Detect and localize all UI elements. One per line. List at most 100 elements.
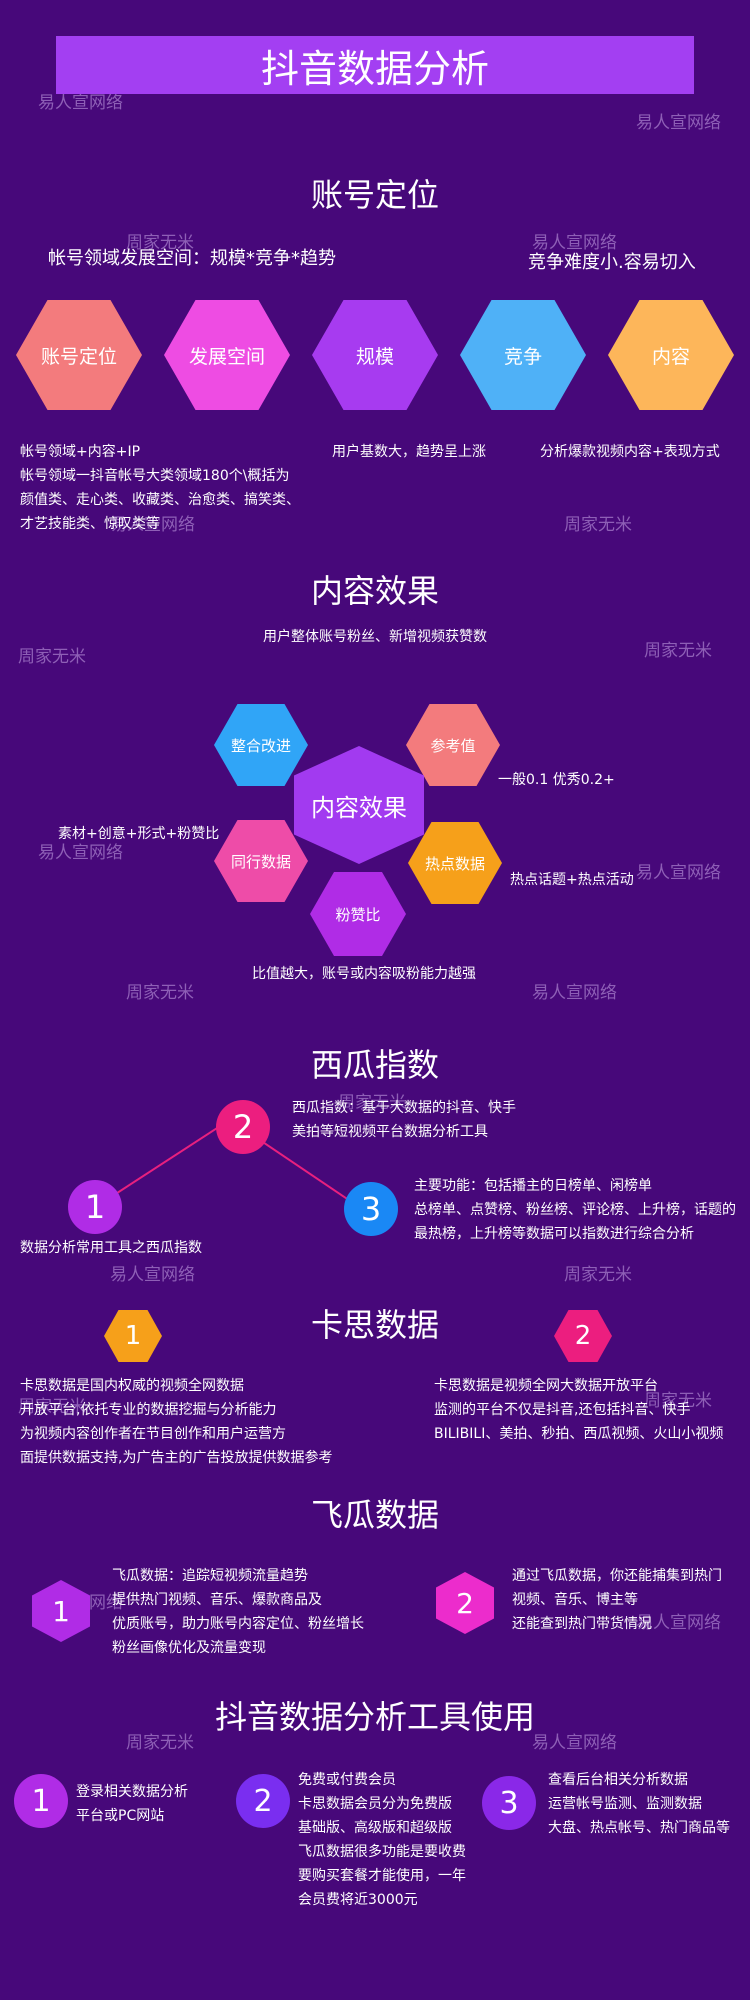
watermark: 易人宣网络 [532,1733,617,1753]
tools-text-line: 运营帐号监测、监测数据 [548,1796,702,1812]
feigua-text-line: 视频、音乐、博主等 [512,1592,638,1608]
feigua-badge-2: 2 [436,1572,494,1634]
account-desc-1: 帐号领域+内容+IP 帐号领域一抖音帐号大类领域180个\概括为 颜值类、走心类… [20,440,300,536]
kasi-text-line: BILIBILI、美拍、秒拍、西瓜视频、火山小视频 [434,1426,724,1442]
kasi-text-line: 卡思数据是国内权威的视频全网数据 [20,1378,244,1394]
tools-text-line: 会员费将近3000元 [298,1892,418,1908]
watermark: 周家无米 [126,1733,194,1753]
tools-step-2-text: 免费或付费会员 卡思数据会员分为免费版 基础版、高级版和超级版 飞瓜数据很多功能… [298,1768,466,1912]
account-desc-line: 帐号领域+内容+IP [20,444,141,460]
content-section-title: 内容效果 [310,572,439,610]
xigua-step-1: 1 [68,1180,122,1234]
tools-step-1-text: 登录相关数据分析 平台或PC网站 [76,1780,188,1828]
watermark: 周家无米 [338,1093,406,1113]
hex-reference: 参考值 [406,704,500,786]
watermark: 周家无米 [18,1397,86,1417]
account-hex-3: 规模 [312,300,438,410]
xigua-note-line: 主要功能：包括播主的日榜单、闲榜单 [414,1178,652,1194]
watermark: 易人宣网络 [636,1613,721,1633]
tools-step-3-text: 查看后台相关分析数据 运营帐号监测、监测数据 大盘、热点帐号、热门商品等 [548,1768,730,1840]
account-section-title: 账号定位 [310,176,439,214]
tools-text-line: 要购买套餐才能使用，一年 [298,1868,466,1884]
xigua-step-3-number: 3 [360,1190,382,1228]
account-right-note: 竞争难度小.容易切入 [528,252,696,273]
account-hex-label: 账号定位 [40,345,117,368]
page-title-banner: 抖音数据分析 [56,36,694,94]
kasi-badge-2-number: 2 [574,1321,592,1351]
note-hot: 热点话题+热点活动 [510,872,634,888]
hex-content-center-label: 内容效果 [311,793,407,822]
xigua-note-line: 美拍等短视频平台数据分析工具 [292,1124,488,1140]
account-desc-line: 帐号领域一抖音帐号大类领域180个\概括为 [20,468,290,484]
tools-step-3-number: 3 [499,1785,519,1821]
account-desc-line: 颜值类、走心类、收藏类、治愈类、搞笑类、 [20,492,300,508]
hex-fans-label: 粉赞比 [335,905,381,924]
account-hex-1: 账号定位 [16,300,142,410]
account-desc-2: 用户基数大，趋势呈上涨 [332,444,486,460]
tools-section-title: 抖音数据分析工具使用 [214,1698,535,1736]
kasi-left-text: 卡思数据是国内权威的视频全网数据 开放平台,依托专业的数据挖掘与分析能力 为视频… [20,1374,332,1470]
hex-fans: 粉赞比 [310,872,406,956]
feigua-badge-1: 1 [32,1580,90,1642]
watermark: 周家无米 [18,647,86,667]
watermark: 周家无米 [126,983,194,1003]
account-hex-label: 发展空间 [188,345,265,368]
watermark: 易人宣网络 [636,863,721,883]
watermark: 易人宣网络 [38,93,123,113]
hex-peer-label: 同行数据 [230,852,291,871]
xigua-step-2: 2 [216,1100,270,1154]
watermark: 周家无米 [644,641,712,661]
watermark: 易人宣网络 [532,233,617,253]
note-fans: 比值越大，账号或内容吸粉能力越强 [252,966,476,982]
tools-step-2-number: 2 [253,1783,273,1819]
watermark: 易人宣网络 [38,843,123,863]
watermark: 周家无米 [644,1391,712,1411]
account-hex-label: 竞争 [503,345,542,368]
page-title: 抖音数据分析 [260,46,489,91]
feigua-text-line: 还能查到热门带货情况 [512,1616,652,1632]
account-desc-line: 才艺技能类、惊叹类等 [20,516,160,532]
kasi-text-line: 开放平台,依托专业的数据挖掘与分析能力 [20,1402,277,1418]
tools-text-line: 平台或PC网站 [76,1808,165,1824]
xigua-step-1-number: 1 [84,1188,106,1226]
tools-text-line: 飞瓜数据很多功能是要收费 [298,1844,466,1860]
feigua-right-text: 通过飞瓜数据，你还能捕集到热门 视频、音乐、博主等 还能查到热门带货情况 [512,1564,722,1636]
feigua-section-title: 飞瓜数据 [310,1496,439,1534]
feigua-badge-2-number: 2 [456,1586,474,1620]
feigua-text-line: 飞瓜数据：追踪短视频流量趋势 [112,1568,308,1584]
feigua-text-line: 粉丝画像优化及流量变现 [112,1640,266,1656]
kasi-text-line: 为视频内容创作者在节目创作和用户运营方 [20,1426,286,1442]
xigua-note-line: 总榜单、点赞榜、粉丝榜、评论榜、上升榜，话题的 [414,1202,736,1218]
feigua-text-line: 提供热门视频、音乐、爆款商品及 [112,1592,322,1608]
tools-text-line: 查看后台相关分析数据 [548,1772,688,1788]
tools-text-line: 大盘、热点帐号、热门商品等 [548,1820,730,1836]
tools-text-line: 登录相关数据分析 [76,1784,188,1800]
feigua-left-text: 飞瓜数据：追踪短视频流量趋势 提供热门视频、音乐、爆款商品及 优质账号，助力账号… [112,1564,364,1660]
hex-reference-label: 参考值 [430,736,476,755]
note-peer: 素材+创意+形式+粉赞比 [58,826,220,842]
watermark: 易人宣网络 [532,983,617,1003]
hex-hot-label: 热点数据 [424,854,485,873]
account-hex-label: 内容 [651,345,690,368]
tools-step-2: 2 [236,1774,290,1828]
kasi-badge-1-number: 1 [124,1321,142,1351]
account-hex-2: 发展空间 [164,300,290,410]
tools-step-1-number: 1 [31,1783,51,1819]
xigua-step-3: 3 [344,1182,398,1236]
hex-hot: 热点数据 [408,822,502,904]
tools-text-line: 卡思数据会员分为免费版 [298,1796,452,1812]
xigua-note-line: 西瓜指数：基于大数据的抖音、快手 [292,1100,516,1116]
hex-content-center: 内容效果 [294,746,424,864]
watermark: 易人宣网络 [110,515,195,535]
tools-step-3: 3 [482,1776,536,1830]
feigua-badge-1-number: 1 [52,1594,70,1628]
hex-integrate: 整合改进 [214,704,308,786]
content-subtitle: 用户整体账号粉丝、新增视频获赞数 [263,629,487,645]
kasi-text-line: 监测的平台不仅是抖音,还包括抖音、快手 [434,1402,691,1418]
hex-peer: 同行数据 [214,820,308,902]
feigua-text-line: 通过飞瓜数据，你还能捕集到热门 [512,1568,722,1584]
watermark: 周家无米 [564,1265,632,1285]
xigua-section-title: 西瓜指数 [310,1046,439,1084]
account-hex-label: 规模 [355,345,394,368]
watermark: 易人宣网络 [636,113,721,133]
